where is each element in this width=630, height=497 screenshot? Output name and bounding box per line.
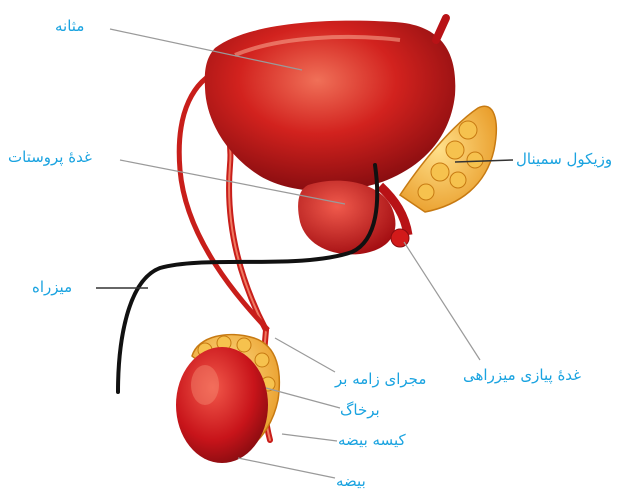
label-seminal-vesicle: وزیکول سمینال [516,150,612,168]
label-vas-deferens: مجرای زامه بر [335,370,426,388]
bladder-shape [205,21,456,192]
leader-vas [275,338,335,372]
leader-testis [238,458,335,478]
label-prostate: غدهٔ پروستات [8,148,92,166]
testis-shape [176,347,268,463]
label-bladder: مثانه [55,17,84,35]
label-epididymis: برخاگ [340,401,380,419]
label-testis: بیضه [336,472,366,490]
label-bulbourethral-gland: غدهٔ پیازی میزراهی [463,366,581,384]
leader-bulbourethral [404,242,480,360]
label-scrotum: کیسه بیضه [338,431,406,449]
leader-scrotum [282,434,337,441]
label-urethra: میزراه [32,278,72,296]
ureter [436,18,446,40]
bulbourethral-gland-shape [391,229,409,247]
